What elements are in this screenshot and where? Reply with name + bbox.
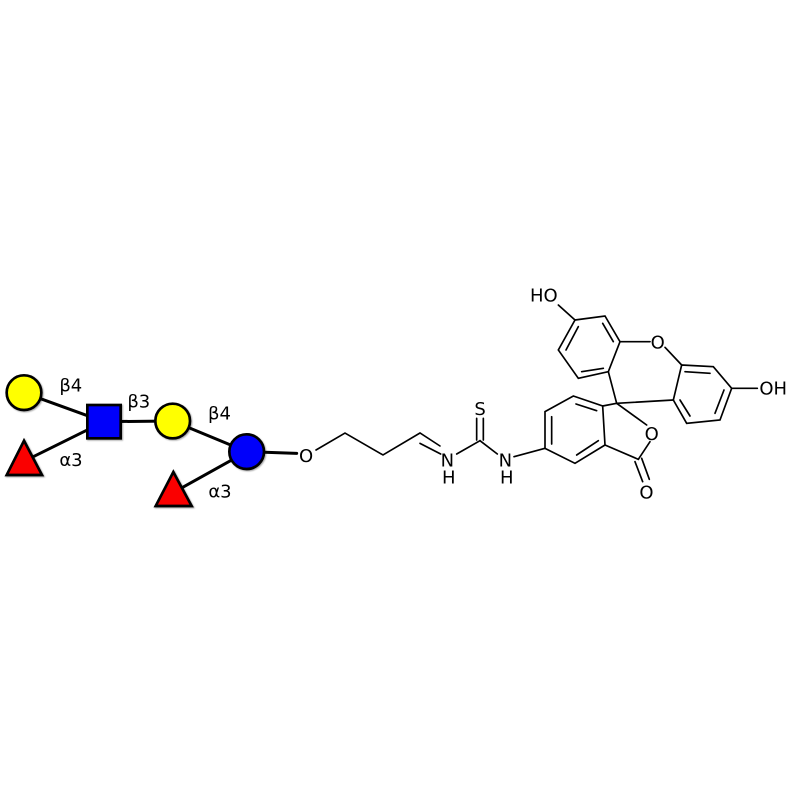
- linkage-label: α3: [59, 450, 82, 471]
- linkage-label: β4: [59, 376, 82, 397]
- nh-h-label: H: [500, 467, 514, 488]
- fucose-triangle-icon: [4, 437, 45, 477]
- linkage-label: β4: [208, 403, 231, 424]
- nh-n-label: N: [441, 451, 454, 472]
- linkage-label: α3: [208, 481, 231, 502]
- carbonyl-oxygen-label: O: [639, 482, 653, 503]
- glucose-circle-icon: [227, 432, 266, 471]
- nh-n-label: N: [499, 451, 512, 472]
- fitc-group: N H S N H HO OH O O O: [419, 286, 787, 503]
- lactone-oxygen-label: O: [645, 424, 659, 445]
- hydroxyl-label: OH: [759, 378, 787, 399]
- fucose-triangle-icon: [153, 469, 194, 508]
- linkage-label: β3: [127, 391, 150, 412]
- sulfur-label: S: [474, 399, 485, 420]
- linker-oxygen-label: O: [299, 446, 313, 467]
- galactose-circle-icon: [5, 373, 43, 412]
- glycan-group: β4 β3 β4 α3 α3: [4, 373, 299, 508]
- galactose-circle-icon: [153, 402, 192, 440]
- propyl-linker: O: [299, 432, 441, 467]
- propyl-chain-bond: [315, 432, 441, 456]
- nh-h-label: H: [442, 467, 456, 488]
- hydroxyl-label: HO: [530, 286, 558, 307]
- xanthene-oxygen-label: O: [651, 332, 665, 353]
- glcnac-square-icon: [85, 403, 122, 440]
